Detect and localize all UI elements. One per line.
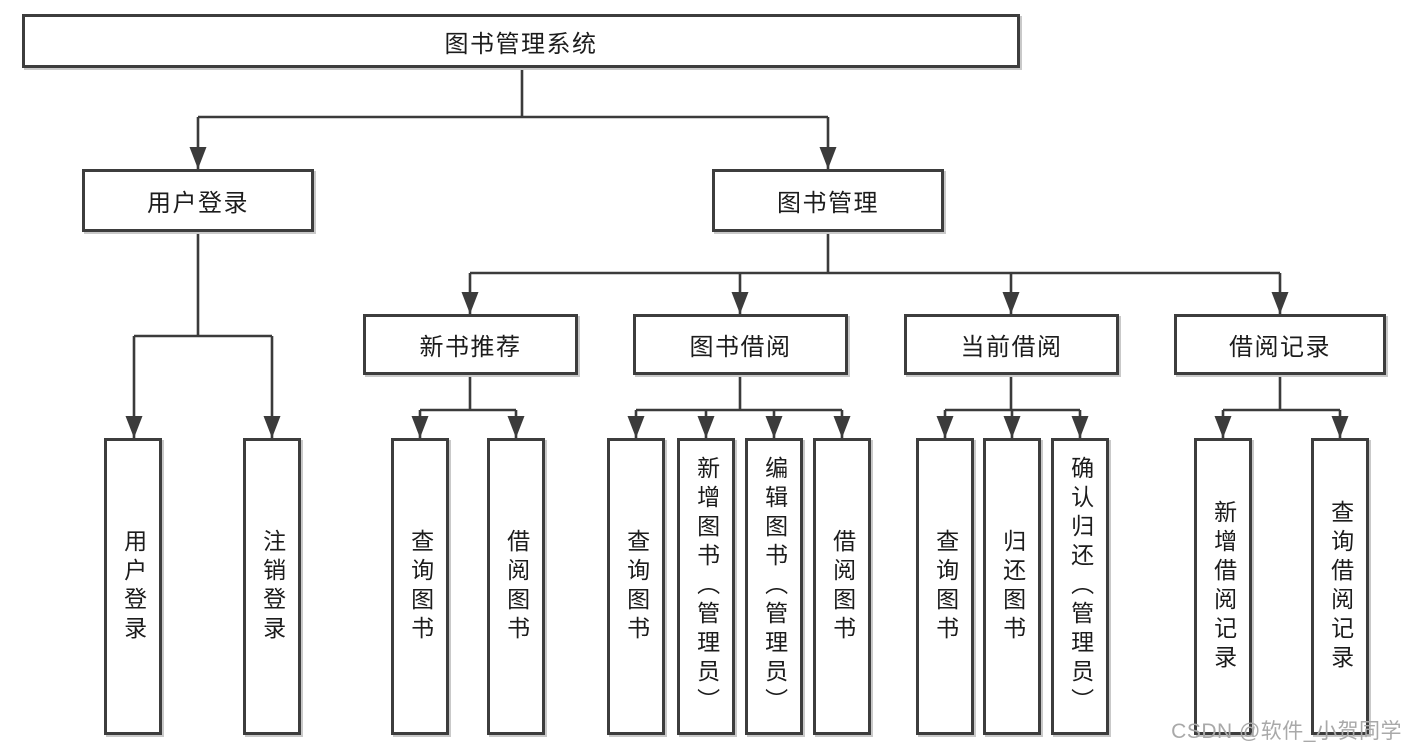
leaf-label: 查询图书 — [407, 528, 434, 645]
node-current-borrowing: 当前借阅 — [904, 314, 1119, 375]
leaf-label: 查询图书 — [932, 528, 959, 645]
leaf-label: 借阅图书 — [503, 528, 530, 645]
leaf-query-books-current: 查询图书 — [916, 438, 974, 735]
leaf-return-books: 归还图书 — [983, 438, 1041, 735]
node-label: 图书管理 — [777, 190, 879, 217]
leaf-add-borrow-record: 新增借阅记录 — [1194, 438, 1252, 735]
leaf-label: 确认归还（管理员） — [1067, 456, 1094, 717]
node-library-management-system: 图书管理系统 — [22, 14, 1020, 68]
leaf-label: 注销登录 — [259, 528, 286, 645]
leaf-query-books-borrow: 查询图书 — [607, 438, 665, 735]
node-book-borrowing: 图书借阅 — [633, 314, 848, 375]
leaf-user-login: 用户登录 — [104, 438, 162, 735]
node-label: 用户登录 — [147, 190, 249, 217]
leaf-query-borrow-record: 查询借阅记录 — [1311, 438, 1369, 735]
node-borrowing-records: 借阅记录 — [1174, 314, 1386, 375]
leaf-edit-book-admin: 编辑图书（管理员） — [745, 438, 803, 735]
node-label: 当前借阅 — [960, 334, 1063, 361]
leaf-logout: 注销登录 — [243, 438, 301, 735]
node-label: 图书管理系统 — [444, 30, 598, 58]
leaf-label: 查询图书 — [623, 528, 650, 645]
node-user-login: 用户登录 — [82, 169, 314, 232]
leaf-label: 新增借阅记录 — [1210, 499, 1237, 674]
node-label: 新书推荐 — [419, 334, 522, 361]
leaf-query-books-recommend: 查询图书 — [391, 438, 449, 735]
leaf-label: 编辑图书（管理员） — [761, 456, 788, 717]
csdn-watermark: CSDN @软件_小贺同学 — [1171, 720, 1402, 743]
leaf-confirm-return-admin: 确认归还（管理员） — [1051, 438, 1109, 735]
leaf-label: 用户登录 — [120, 528, 147, 645]
leaf-label: 新增图书（管理员） — [693, 456, 720, 717]
leaf-label: 归还图书 — [999, 528, 1026, 645]
node-new-book-recommendation: 新书推荐 — [363, 314, 578, 375]
node-label: 借阅记录 — [1229, 334, 1331, 361]
leaf-label: 查询借阅记录 — [1327, 499, 1354, 674]
leaf-add-book-admin: 新增图书（管理员） — [677, 438, 735, 735]
node-book-management: 图书管理 — [712, 169, 944, 232]
leaf-borrow-books-recommend: 借阅图书 — [487, 438, 545, 735]
leaf-label: 借阅图书 — [829, 528, 856, 645]
node-label: 图书借阅 — [689, 334, 792, 361]
leaf-borrow-books: 借阅图书 — [813, 438, 871, 735]
